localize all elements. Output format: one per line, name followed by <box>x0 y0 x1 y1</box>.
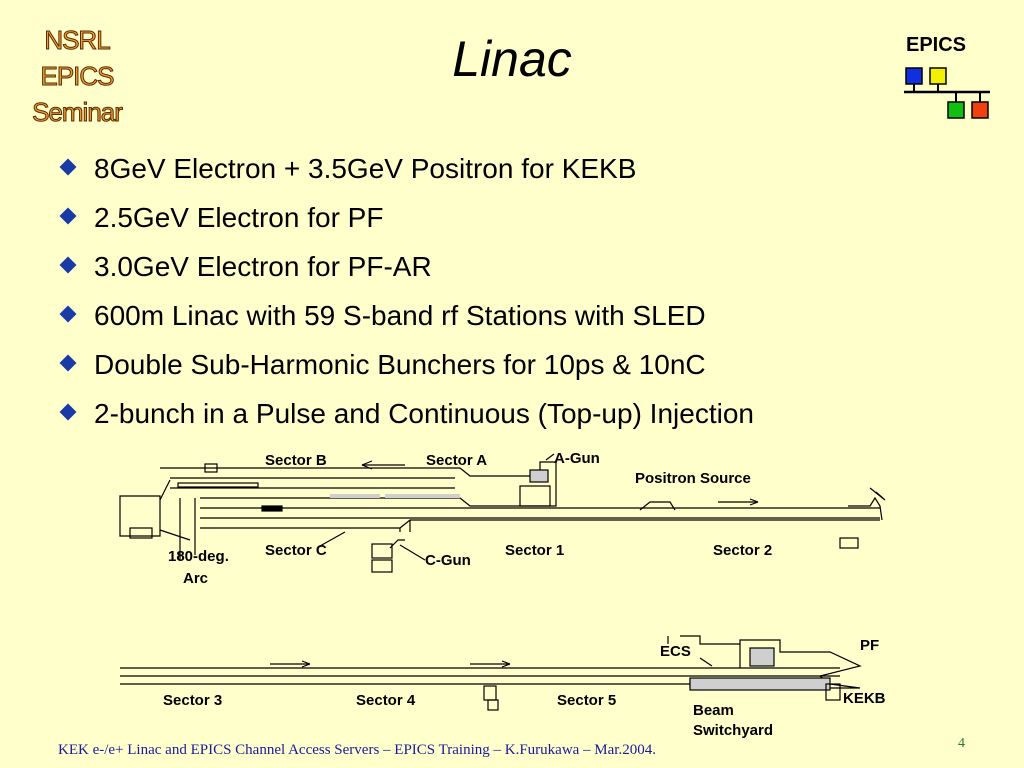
label-sector-1: Sector 1 <box>505 542 565 559</box>
bullet-item: 3.0GeV Electron for PF-AR <box>59 246 754 295</box>
label-arc-line-2: Arc <box>183 570 209 587</box>
linac-layout-diagram <box>119 453 886 711</box>
diamond-bullet-icon <box>59 354 77 372</box>
label-c-gun: C-Gun <box>425 552 471 569</box>
bullet-item: 2-bunch in a Pulse and Continuous (Top-u… <box>59 393 754 442</box>
diamond-bullet-icon <box>59 256 77 274</box>
epics-logo: EPICS <box>900 34 1000 124</box>
bullet-item: Double Sub-Harmonic Bunchers for 10ps & … <box>59 344 754 393</box>
diamond-bullet-icon <box>59 158 77 176</box>
label-positron-source: Positron Source <box>635 470 751 487</box>
label-kekb: KEKB <box>843 690 886 707</box>
diamond-bullet-icon <box>59 403 77 421</box>
label-sector-4: Sector 4 <box>356 692 416 709</box>
label-arc-line-1: 180-deg. <box>168 548 229 565</box>
logo-line-1: NSRL <box>44 25 111 56</box>
label-sector-a: Sector A <box>426 452 488 469</box>
diamond-bullet-icon <box>59 305 77 323</box>
logo-line-2: EPICS <box>40 61 115 92</box>
epics-logo-label: EPICS <box>906 34 967 56</box>
nsrl-epics-seminar-logo: NSRL EPICS Seminar <box>22 22 132 130</box>
label-sector-5: Sector 5 <box>557 692 617 709</box>
footer-text: KEK e-/e+ Linac and EPICS Channel Access… <box>58 742 656 758</box>
bullet-item: 8GeV Electron + 3.5GeV Positron for KEKB <box>59 148 754 197</box>
label-ecs: ECS <box>660 643 691 660</box>
label-sector-3: Sector 3 <box>163 692 223 709</box>
logo-line-3: Seminar <box>32 97 124 128</box>
label-a-gun: A-Gun <box>554 450 600 467</box>
label-pf: PF <box>860 637 880 654</box>
label-sector-2: Sector 2 <box>713 542 773 559</box>
page-number: 4 <box>958 736 965 751</box>
bullet-item: 600m Linac with 59 S-band rf Stations wi… <box>59 295 754 344</box>
slide-title: Linac <box>452 31 572 87</box>
label-beam-line-1: Beam <box>693 702 734 719</box>
label-sector-c: Sector C <box>265 542 327 559</box>
diamond-bullet-icon <box>59 207 77 225</box>
bullet-list: 8GeV Electron + 3.5GeV Positron for KEKB… <box>59 148 754 442</box>
label-sector-b: Sector B <box>265 452 327 469</box>
bullet-item: 2.5GeV Electron for PF <box>59 197 754 246</box>
epics-network-icon <box>904 67 990 119</box>
label-beam-line-2: Switchyard <box>693 722 774 739</box>
